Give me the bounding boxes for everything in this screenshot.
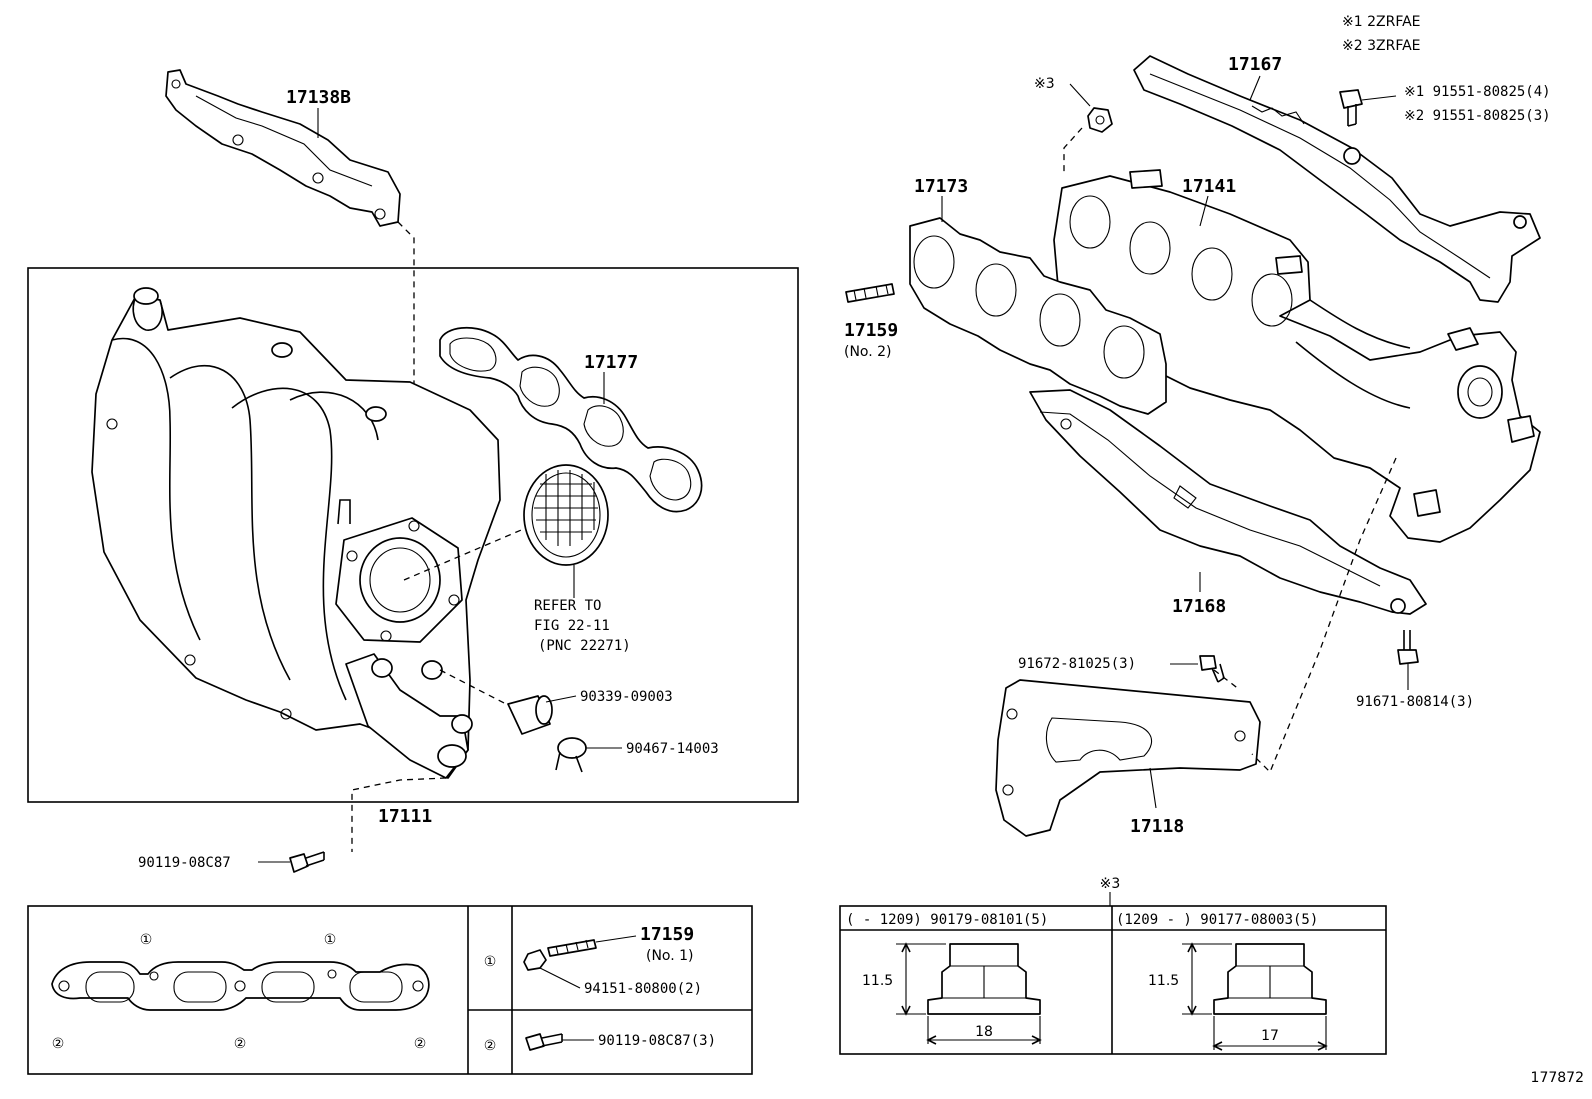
nut-mark3-drawing <box>1087 107 1113 133</box>
row1-nut-94151[interactable]: 94151-80800(2) <box>584 981 702 997</box>
plug-90339-drawing <box>507 695 553 735</box>
nut-90179-drawing <box>927 943 1041 1015</box>
gasket-17177-drawing <box>439 326 703 513</box>
bracket-17138b-drawing <box>165 69 401 227</box>
nut2-width: 17 <box>1261 1028 1279 1044</box>
gasket-legend-table <box>27 905 753 1075</box>
gasket-17173-drawing <box>909 217 1167 415</box>
label-90339-09003[interactable]: 90339-09003 <box>580 689 673 705</box>
bolt-90119-row2-drawing <box>525 1033 563 1051</box>
nut-col2-header[interactable]: (1209 - ) 90177-08003(5) <box>1116 912 1318 928</box>
mark3-table-label: ※3 <box>1100 876 1121 892</box>
stud-17159-no1-drawing <box>523 939 597 971</box>
label-91551-variant1[interactable]: ※1 91551-80825(4) <box>1404 84 1551 100</box>
row2-mark: ② <box>484 1038 497 1054</box>
nut2-height: 11.5 <box>1148 973 1179 989</box>
intake-manifold-group-box <box>27 267 799 803</box>
row2-bolt-90119[interactable]: 90119-08C87(3) <box>598 1033 716 1049</box>
nut-col1-header[interactable]: ( - 1209) 90179-08101(5) <box>846 912 1048 928</box>
label-90119-08c87[interactable]: 90119-08C87 <box>138 855 231 871</box>
label-91672-81025[interactable]: 91672-81025(3) <box>1018 656 1136 672</box>
label-91551-variant2[interactable]: ※2 91551-80825(3) <box>1404 108 1551 124</box>
nut-90177-drawing <box>1213 943 1327 1015</box>
heat-insulator-17168-drawing <box>1029 389 1427 615</box>
exhaust-manifold-17141-drawing <box>1053 169 1541 543</box>
row1-part-17159[interactable]: 17159 <box>640 924 694 945</box>
callout-2-right: ② <box>414 1036 427 1052</box>
label-17159-no2[interactable]: 17159 <box>844 320 898 341</box>
bracket-17118-drawing <box>995 679 1261 837</box>
label-17167[interactable]: 17167 <box>1228 54 1282 75</box>
bolt-91551-drawing <box>1339 89 1363 127</box>
row1-mark: ① <box>484 954 497 970</box>
label-17111[interactable]: 17111 <box>378 806 432 827</box>
figure-id: 177872 <box>1531 1070 1584 1086</box>
manifold-gasket-drawing <box>51 961 430 1011</box>
bolt-91671-drawing <box>1397 630 1419 665</box>
nut1-width: 18 <box>975 1024 993 1040</box>
row1-part-sub: (No. 1) <box>646 948 694 964</box>
nut1-height: 11.5 <box>862 973 893 989</box>
label-17118[interactable]: 17118 <box>1130 816 1184 837</box>
label-17173[interactable]: 17173 <box>914 176 968 197</box>
label-17168[interactable]: 17168 <box>1172 596 1226 617</box>
label-90467-14003[interactable]: 90467-14003 <box>626 741 719 757</box>
refer-text-line1[interactable]: REFER TO <box>534 598 601 614</box>
stud-17159-no2-drawing <box>845 283 895 303</box>
label-17159-no2-sub: (No. 2) <box>844 344 892 360</box>
heat-insulator-17167-drawing <box>1133 55 1541 303</box>
intake-manifold-drawing <box>91 287 501 779</box>
callout-1-left: ① <box>140 932 153 948</box>
bolt-91672-drawing <box>1199 655 1225 683</box>
variant-note-1: ※1 2ZRFAE <box>1342 14 1421 30</box>
label-17177[interactable]: 17177 <box>584 352 638 373</box>
clip-90467-drawing <box>555 737 587 773</box>
screen-gasket-drawing <box>523 464 609 566</box>
callout-2-center: ② <box>234 1036 247 1052</box>
mark3-label: ※3 <box>1034 76 1055 92</box>
nut-table <box>839 905 1387 1055</box>
variant-note-2: ※2 3ZRFAE <box>1342 38 1421 54</box>
label-17141[interactable]: 17141 <box>1182 176 1236 197</box>
refer-text-line3: (PNC 22271) <box>538 638 631 654</box>
callout-1-right: ① <box>324 932 337 948</box>
label-17138b[interactable]: 17138B <box>286 87 351 108</box>
bolt-90119-drawing <box>289 851 325 873</box>
label-91671-80814[interactable]: 91671-80814(3) <box>1356 694 1474 710</box>
refer-text-line2: FIG 22-11 <box>534 618 610 634</box>
callout-2-left: ② <box>52 1036 65 1052</box>
